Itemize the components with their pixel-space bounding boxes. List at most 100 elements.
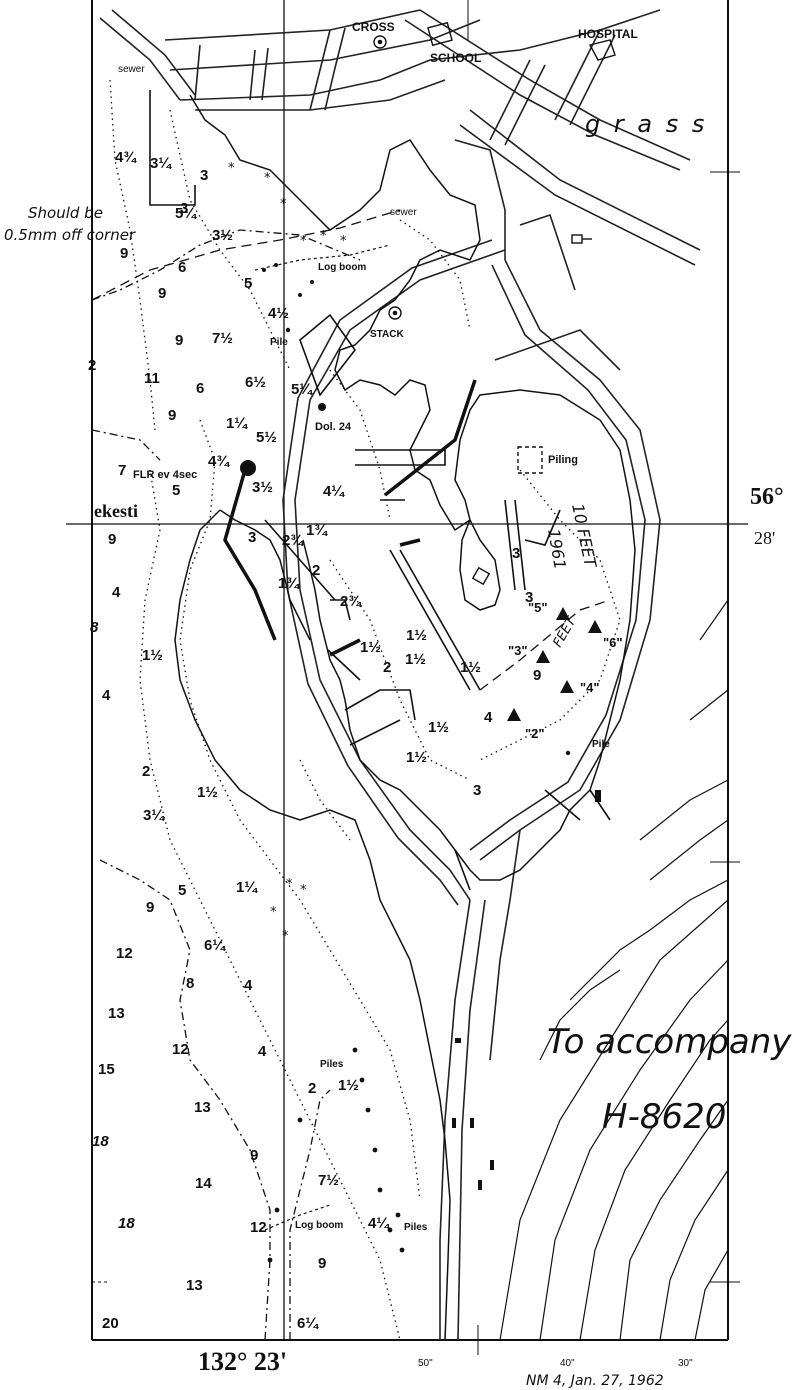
svg-text:*: * bbox=[300, 234, 307, 249]
sounding: 3½ bbox=[212, 227, 233, 244]
label-log-boom-bottom: Log boom bbox=[295, 1220, 343, 1231]
label-sewer-top: sewer bbox=[118, 64, 145, 75]
note-should-be-2: 0.5mm off corner bbox=[4, 226, 136, 244]
label-log-boom-top: Log boom bbox=[318, 262, 366, 273]
sounding: 9 bbox=[533, 667, 541, 684]
label-ekesti: ekesti bbox=[94, 501, 138, 521]
dolphin-marker bbox=[318, 403, 326, 411]
sounding: 3 bbox=[473, 782, 481, 799]
label-cross: CROSS bbox=[352, 20, 395, 34]
sounding: 6 bbox=[196, 380, 204, 397]
sounding: 2¾ bbox=[340, 593, 362, 610]
sounding: 4¾ bbox=[115, 149, 137, 166]
triangulation-markers bbox=[507, 607, 602, 721]
wharf-heavy bbox=[223, 379, 477, 657]
landmarks bbox=[373, 21, 616, 586]
sounding: 4 bbox=[102, 687, 111, 704]
svg-text:*: * bbox=[228, 161, 235, 176]
sounding: 2 bbox=[142, 763, 150, 780]
sounding: 6½ bbox=[245, 374, 266, 391]
sounding: 2 bbox=[308, 1080, 316, 1097]
hospital-building bbox=[588, 39, 616, 61]
sounding: 5½ bbox=[256, 429, 277, 446]
sounding: 13 bbox=[186, 1277, 203, 1294]
label-feet-small: FEET bbox=[550, 614, 579, 650]
sounding: 12 bbox=[116, 945, 133, 962]
tank-symbol bbox=[571, 234, 583, 244]
label-pile-upper: Pile bbox=[270, 337, 288, 348]
chart-frame bbox=[66, 0, 748, 1355]
sounding: 1½ bbox=[406, 627, 427, 644]
sounding: 9 bbox=[318, 1255, 326, 1272]
sounding: 11 bbox=[144, 370, 160, 387]
notice-to-mariners: NM 4, Jan. 27, 1962 bbox=[526, 1373, 664, 1389]
street-grid bbox=[99, 9, 701, 1341]
label-stack: STACK bbox=[370, 329, 404, 340]
sounding: 12 bbox=[250, 1219, 267, 1236]
sounding: 4 bbox=[484, 709, 493, 726]
label-grass: g r a s s bbox=[585, 110, 707, 138]
svg-text:*: * bbox=[300, 883, 307, 898]
sounding: 4¾ bbox=[208, 453, 230, 470]
sounding: 9 bbox=[120, 245, 128, 262]
label-year: 1961 bbox=[544, 527, 570, 570]
rock-symbols: * * * * * * * * * * bbox=[228, 161, 347, 944]
sounding: 12 bbox=[172, 1041, 189, 1058]
sounding: 9 bbox=[108, 531, 116, 548]
sounding: 9 bbox=[168, 407, 176, 424]
station-labels: "2" "3" "4" "5" "6" bbox=[508, 600, 623, 741]
sounding: 5 bbox=[244, 275, 252, 292]
sounding: 13 bbox=[194, 1099, 211, 1116]
sounding: 7½ bbox=[318, 1172, 339, 1189]
handwritten-notes: Should be 0.5mm off corner To accompany … bbox=[4, 204, 792, 1137]
sounding: 3 bbox=[512, 545, 520, 562]
soundings: 4¾ 3¼ 3 5¼ 3 3½ 9 6 9 5 4½ 7½ 9 2 11 6 6… bbox=[88, 149, 541, 1332]
latitude-degrees: 56° bbox=[750, 484, 784, 510]
tick-50: 50" bbox=[418, 1358, 433, 1369]
sounding: 5¼ bbox=[291, 381, 313, 398]
sounding: 7 bbox=[118, 462, 126, 479]
sounding: 13 bbox=[108, 1005, 125, 1022]
latitude-minutes: 28' bbox=[754, 528, 775, 548]
label-flr: FLR ev 4sec bbox=[133, 469, 197, 481]
sounding: 18 bbox=[118, 1215, 135, 1232]
label-school: SCHOOL bbox=[430, 51, 481, 65]
depth-line-dashed bbox=[91, 209, 611, 691]
sounding: 8 bbox=[90, 619, 99, 636]
svg-text:*: * bbox=[320, 229, 327, 244]
svg-text:*: * bbox=[340, 234, 347, 249]
sounding: 6¼ bbox=[204, 937, 226, 954]
sounding: 1½ bbox=[460, 659, 481, 676]
sounding: 4 bbox=[244, 977, 253, 994]
svg-text:*: * bbox=[280, 197, 287, 212]
sounding: 2 bbox=[312, 562, 320, 579]
sounding: 15 bbox=[98, 1061, 115, 1078]
sounding: 2 bbox=[383, 659, 391, 676]
sounding: 3 bbox=[200, 167, 208, 184]
sounding: 1½ bbox=[406, 749, 427, 766]
light-marker bbox=[240, 460, 256, 476]
sounding: 20 bbox=[102, 1315, 119, 1332]
sounding: 9 bbox=[175, 332, 183, 349]
sounding: 5 bbox=[172, 482, 180, 499]
sounding: 5 bbox=[178, 882, 186, 899]
sounding: 3¼ bbox=[150, 155, 172, 172]
sounding: 9 bbox=[146, 899, 154, 916]
note-accompany-2: H-8620 bbox=[602, 1097, 726, 1137]
station-6: "6" bbox=[603, 635, 623, 650]
contour-lines bbox=[499, 599, 729, 1341]
note-should-be-1: Should be bbox=[28, 204, 103, 222]
svg-text:*: * bbox=[282, 929, 289, 944]
sounding: 4½ bbox=[268, 305, 289, 322]
sounding: 3¼ bbox=[143, 807, 165, 824]
sounding: 2 bbox=[88, 357, 96, 374]
sounding: 6 bbox=[178, 259, 186, 276]
sounding: 7½ bbox=[212, 330, 233, 347]
label-piling: Piling bbox=[548, 454, 578, 466]
sounding: 5¼ bbox=[175, 205, 197, 222]
label-dol: Dol. 24 bbox=[315, 421, 352, 433]
tick-40: 40" bbox=[560, 1358, 575, 1369]
note-accompany-1: To accompany bbox=[547, 1022, 792, 1062]
depth-contours bbox=[109, 79, 621, 1341]
sounding: 1¼ bbox=[226, 415, 248, 432]
